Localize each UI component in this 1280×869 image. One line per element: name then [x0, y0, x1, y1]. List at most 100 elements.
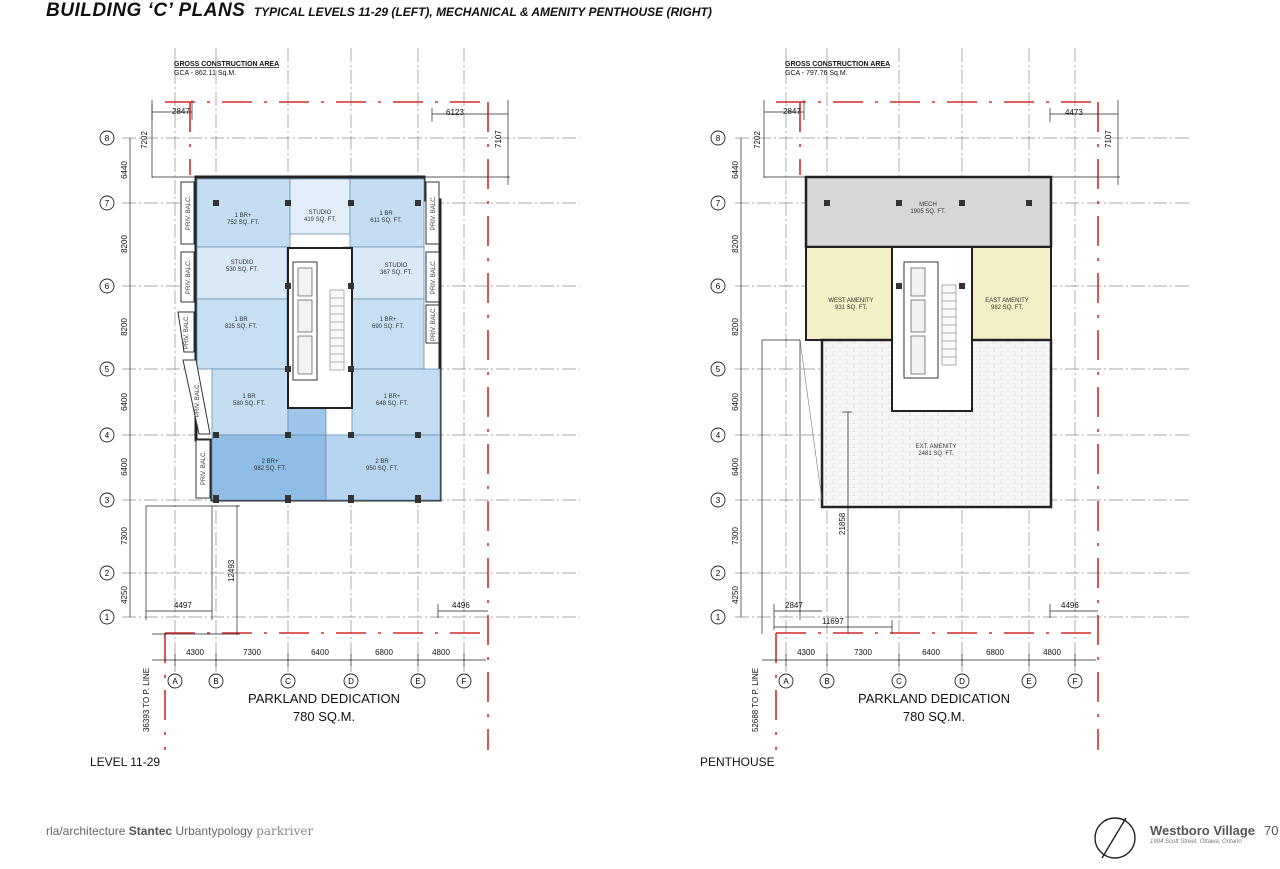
grid-row-label: 2 [105, 569, 110, 578]
balcony-label: PRIV. BALC. [186, 260, 192, 294]
parkland-area: 780 SQ.M. [293, 709, 355, 724]
unit-1br-611 [349, 178, 425, 248]
dim-right-vertical: 7107 [1104, 130, 1113, 148]
firm-rla: rla [46, 824, 60, 838]
unit-label-area: 950 SQ. FT. [366, 466, 398, 472]
grid-row-label: 8 [716, 134, 721, 143]
balcony-label: PRIV. BALC. [201, 451, 207, 485]
unit-label-area: 982 SQ. FT. [254, 466, 286, 472]
dim-horizontal: 11697 [822, 617, 844, 626]
project-address: 1994 Scott Street, Ottawa, Ontario [1150, 839, 1242, 845]
row-dim: 6440 [120, 161, 129, 179]
p-line-label: 36393 TO P. LINE [142, 668, 151, 732]
gca-title: GROSS CONSTRUCTION AREA [174, 61, 279, 68]
unit-label-name: STUDIO [385, 263, 408, 269]
unit-label-name: 1 BR+ [235, 213, 252, 219]
grid-row-label: 3 [105, 496, 110, 505]
grid-col-label: E [1026, 677, 1031, 686]
firm-urbantypology: Urbantypology [175, 824, 253, 838]
unit-label-name: 1 BR+ [380, 317, 397, 323]
unit-1br-plus-648 [351, 368, 441, 436]
dim-bottom-right: 4496 [1061, 601, 1079, 610]
gca-title: GROSS CONSTRUCTION AREA [785, 61, 890, 68]
unit-label-area: 530 SQ. FT. [226, 267, 258, 273]
dim-vertical-mid: 12493 [227, 559, 236, 582]
col-dim: 7300 [243, 648, 261, 657]
unit-label-area: 648 SQ. FT. [376, 401, 408, 407]
page-number: 70 [1264, 823, 1279, 838]
room-label-area: 931 SQ. FT. [835, 305, 867, 311]
row-dim: 8200 [120, 235, 129, 253]
room-label-name: EAST AMENITY [985, 298, 1029, 304]
left-balcony-4 [182, 359, 211, 435]
unit-label-area: 367 SQ. FT. [380, 270, 412, 276]
left-balcony-5 [195, 439, 211, 499]
dim-bottom-left: 2847 [785, 601, 803, 610]
left-balcony-2 [180, 251, 195, 303]
grid-row-label: 6 [716, 282, 721, 291]
grid-col-label: D [959, 677, 965, 686]
row-dim: 4250 [731, 586, 740, 604]
col-dim: 4300 [797, 648, 815, 657]
col-dim: 6400 [311, 648, 329, 657]
unit-label-name: STUDIO [231, 260, 254, 266]
dim-vertical-mid: 21858 [838, 512, 847, 535]
gca-value: GCA - 862.11 Sq.M. [174, 70, 236, 77]
p-line-label: 52688 TO P. LINE [751, 668, 760, 732]
grid-row-label: 8 [105, 134, 110, 143]
right-property-lines [775, 101, 1099, 750]
dim-bottom-left: 4497 [174, 601, 192, 610]
firm-credits: rla/architecture Stantec Urbantypology p… [46, 824, 313, 838]
balcony-label: PRIV. BALC. [431, 196, 437, 230]
unit-label-area: 580 SQ. FT. [233, 401, 265, 407]
balcony-label: PRIV. BALC. [431, 307, 437, 341]
grid-row-label: 5 [105, 365, 110, 374]
unit-label-name: 1 BR [379, 211, 393, 217]
unit-1br-825 [196, 298, 288, 370]
ext-amenity [820, 338, 1053, 509]
row-dim: 7300 [731, 527, 740, 545]
room-label-area: 982 SQ. FT. [991, 305, 1023, 311]
grid-col-label: A [783, 677, 789, 686]
row-dim: 7202 [753, 131, 762, 149]
grid-col-label: F [462, 677, 467, 686]
grid-row-label: 3 [716, 496, 721, 505]
firm-architecture: /architecture [59, 824, 126, 838]
parkland-title: PARKLAND DEDICATION [248, 691, 400, 706]
grid-row-label: 4 [105, 431, 110, 440]
left-balcony-3 [177, 311, 195, 353]
grid-row-label: 1 [716, 613, 721, 622]
row-dim: 6440 [731, 161, 740, 179]
right-balcony-1 [425, 181, 440, 245]
parkland-title: PARKLAND DEDICATION [858, 691, 1010, 706]
col-dim: 6800 [375, 648, 393, 657]
unit-label-area: 825 SQ. FT. [225, 324, 257, 330]
unit-label-name: STUDIO [309, 210, 332, 216]
unit-label-name: 1 BR [242, 394, 256, 400]
unit-label-name: 1 BR [234, 317, 248, 323]
mech-room [804, 175, 1053, 249]
unit-label-name: 1 BR+ [384, 394, 401, 400]
row-dim: 7300 [120, 527, 129, 545]
left-balcony-1 [180, 181, 195, 245]
left-building [177, 175, 442, 503]
dim-top-left: 2847 [783, 107, 801, 116]
grid-row-label: 5 [716, 365, 721, 374]
corridor [287, 407, 327, 436]
grid-row-label: 7 [716, 199, 721, 208]
left-columns [213, 200, 421, 503]
page-title-block: BUILDING ‘C’ PLANS TYPICAL LEVELS 11-29 … [46, 0, 712, 22]
unit-label-area: 611 SQ. FT. [370, 218, 402, 224]
grid-col-label: C [285, 677, 291, 686]
room-label-name: WEST AMENITY [828, 298, 873, 304]
right-row-bubbles: 8 7 6 5 4 3 2 1 [710, 130, 726, 625]
row-dim: 7202 [140, 131, 149, 149]
balcony-label: PRIV. BALC. [195, 383, 201, 417]
balcony-label: PRIV. BALC. [431, 260, 437, 294]
unit-label-area: 690 SQ. FT. [372, 324, 404, 330]
left-property-lines [164, 101, 489, 750]
right-columns [824, 200, 1032, 289]
row-dim: 6400 [731, 393, 740, 411]
grid-col-label: A [172, 677, 178, 686]
